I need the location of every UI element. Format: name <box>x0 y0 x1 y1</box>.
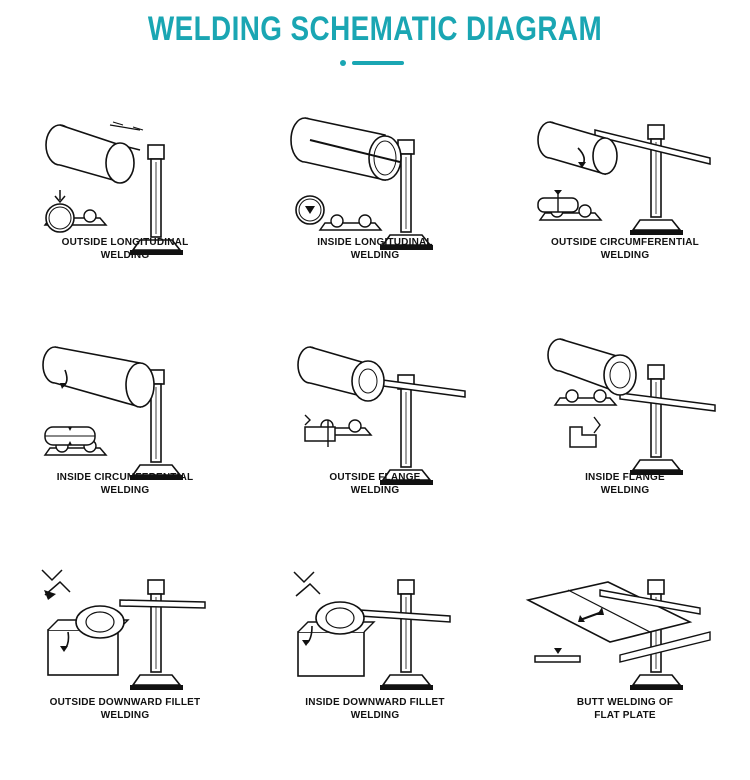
caption-line: OUTSIDE LONGITUDINAL <box>61 237 189 248</box>
caption-inside-longitudinal: INSIDE LONGITUDINAL WELDING <box>250 236 500 262</box>
caption-line: OUTSIDE DOWNWARD FILLET <box>49 697 201 708</box>
caption-outside-circumferential: OUTSIDE CIRCUMFERENTIAL WELDING <box>500 236 750 262</box>
diagram-cell-outside-circumferential: OUTSIDE CIRCUMFERENTIAL WELDING <box>500 100 750 320</box>
caption-butt-welding-flat-plate: BUTT WELDING OF FLAT PLATE <box>500 696 750 722</box>
caption-line: WELDING <box>100 485 150 496</box>
title-underline-dot <box>340 60 346 66</box>
diagram-cell-outside-downward-fillet: OUTSIDE DOWNWARD FILLET WELDING <box>0 560 250 780</box>
caption-line: OUTSIDE FLANGE <box>329 472 421 483</box>
diagram-cell-inside-flange: INSIDE FLANGE WELDING <box>500 335 750 555</box>
caption-line: WELDING <box>100 250 150 261</box>
caption-line: WELDING <box>350 250 400 261</box>
inside-downward-fillet-welding-illustration <box>293 571 451 691</box>
diagram-cell-inside-downward-fillet: INSIDE DOWNWARD FILLET WELDING <box>250 560 500 780</box>
caption-line: INSIDE FLANGE <box>585 472 665 483</box>
caption-line: WELDING <box>100 710 150 721</box>
inside-longitudinal-welding-illustration <box>290 117 434 251</box>
diagram-cell-outside-longitudinal: OUTSIDE LONGITUDINAL WELDING <box>0 100 250 320</box>
caption-outside-longitudinal: OUTSIDE LONGITUDINAL WELDING <box>0 236 250 262</box>
caption-line: WELDING <box>600 250 650 261</box>
butt-welding-flat-plate-illustration <box>525 579 711 691</box>
caption-line: FLAT PLATE <box>594 710 656 721</box>
outside-flange-welding-illustration <box>297 346 466 486</box>
diagram-cell-inside-circumferential: INSIDE CIRCUMFERENTIAL WELDING <box>0 335 250 555</box>
inside-circumferential-welding-illustration <box>42 346 184 481</box>
outside-longitudinal-welding-illustration <box>44 121 184 256</box>
caption-line: WELDING <box>350 710 400 721</box>
diagram-cell-outside-flange: OUTSIDE FLANGE WELDING <box>250 335 500 555</box>
title-underline-bar <box>352 61 404 65</box>
caption-line: OUTSIDE CIRCUMFERENTIAL <box>551 237 699 248</box>
caption-outside-flange: OUTSIDE FLANGE WELDING <box>250 471 500 497</box>
outside-circumferential-welding-illustration <box>537 121 711 236</box>
inside-flange-welding-illustration <box>547 338 716 476</box>
title-underline <box>340 60 410 66</box>
diagram-cell-inside-longitudinal: INSIDE LONGITUDINAL WELDING <box>250 100 500 320</box>
caption-inside-circumferential: INSIDE CIRCUMFERENTIAL WELDING <box>0 471 250 497</box>
caption-line: INSIDE DOWNWARD FILLET <box>305 697 445 708</box>
caption-outside-downward-fillet: OUTSIDE DOWNWARD FILLET WELDING <box>0 696 250 722</box>
outside-downward-fillet-welding-illustration <box>41 569 206 691</box>
page-title: WELDING SCHEMATIC DIAGRAM <box>147 10 603 48</box>
caption-line: INSIDE CIRCUMFERENTIAL <box>56 472 194 483</box>
caption-line: WELDING <box>350 485 400 496</box>
caption-line: BUTT WELDING OF <box>576 697 674 708</box>
caption-line: INSIDE LONGITUDINAL <box>317 237 433 248</box>
caption-inside-flange: INSIDE FLANGE WELDING <box>500 471 750 497</box>
caption-line: WELDING <box>600 485 650 496</box>
caption-inside-downward-fillet: INSIDE DOWNWARD FILLET WELDING <box>250 696 500 722</box>
diagram-cell-butt-welding-flat-plate: BUTT WELDING OF FLAT PLATE <box>500 560 750 780</box>
